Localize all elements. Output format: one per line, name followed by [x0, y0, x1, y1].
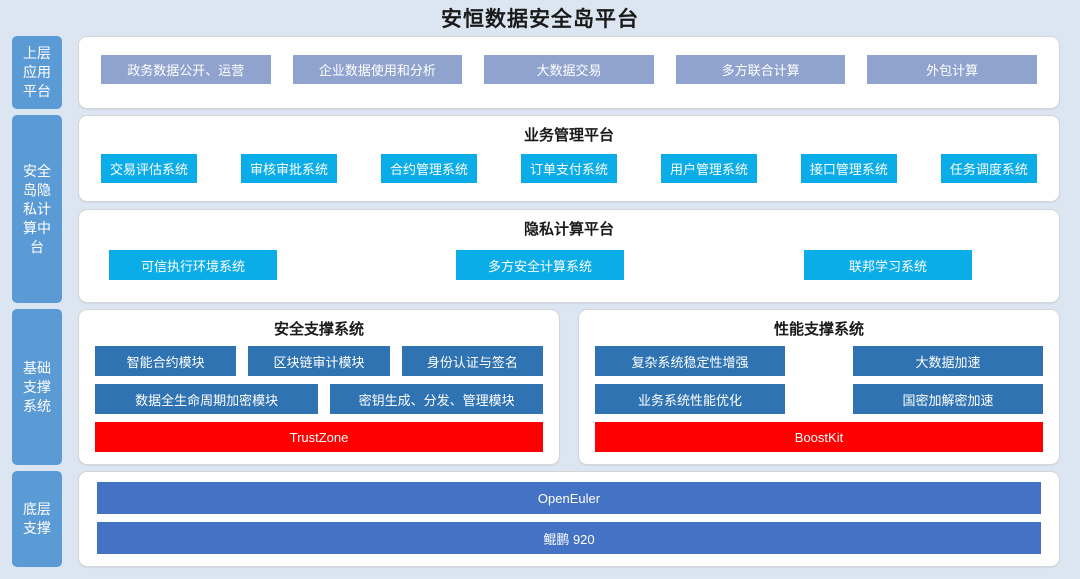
performance-module-row-2: 业务系统性能优化 国密加解密加速 [595, 384, 1043, 414]
panel-business-management: 业务管理平台 交易评估系统 审核审批系统 合约管理系统 订单支付系统 用户管理系… [78, 115, 1060, 202]
privacy-chip-row: 可信执行环境系统 多方安全计算系统 联邦学习系统 [101, 246, 1037, 292]
security-module-row-2: 数据全生命周期加密模块 密钥生成、分发、管理模块 [95, 384, 543, 414]
business-chip-row: 交易评估系统 审核审批系统 合约管理系统 订单支付系统 用户管理系统 接口管理系… [101, 152, 1037, 191]
perf-spacer-2 [797, 384, 841, 414]
biz-chip-review-approval[interactable]: 审核审批系统 [240, 154, 337, 183]
band-label-privacy-computing: 安全岛隐私计算中台 [12, 115, 62, 303]
panel-privacy-computing: 隐私计算平台 可信执行环境系统 多方安全计算系统 联邦学习系统 [78, 209, 1060, 303]
band-label-application-platform: 上层应用平台 [12, 36, 62, 109]
app-chip-bigdata-trading[interactable]: 大数据交易 [484, 55, 654, 84]
security-footer-trustzone[interactable]: TrustZone [95, 422, 543, 452]
security-chip-smart-contract[interactable]: 智能合约模块 [95, 346, 237, 376]
security-chip-blockchain-audit[interactable]: 区块链审计模块 [248, 346, 390, 376]
band-label-foundation-support: 基础支撑系统 [12, 309, 62, 465]
privacy-chip-tee[interactable]: 可信执行环境系统 [109, 250, 277, 280]
panel-title-performance-support: 性能支撑系统 [773, 321, 864, 338]
performance-chip-sm-crypto-acceleration[interactable]: 国密加解密加速 [853, 384, 1043, 414]
security-chip-key-management[interactable]: 密钥生成、分发、管理模块 [330, 384, 543, 414]
biz-chip-transaction-evaluation[interactable]: 交易评估系统 [101, 154, 198, 183]
architecture-diagram: 上层应用平台 政务数据公开、运营 企业数据使用和分析 大数据交易 多方联合计算 … [0, 36, 1080, 567]
security-chip-identity-signature[interactable]: 身份认证与签名 [401, 346, 543, 376]
panel-title-privacy-computing: 隐私计算平台 [523, 221, 614, 238]
band-base-support: 底层支撑 OpenEuler 鲲鹏 920 [12, 471, 1060, 567]
band-foundation-support: 基础支撑系统 安全支撑系统 智能合约模块 区块链审计模块 身份认证与签名 数据全… [12, 309, 1060, 465]
panel-security-support: 安全支撑系统 智能合约模块 区块链审计模块 身份认证与签名 数据全生命周期加密模… [78, 309, 560, 465]
biz-chip-interface-management[interactable]: 接口管理系统 [800, 154, 897, 183]
panel-application-platform: 政务数据公开、运营 企业数据使用和分析 大数据交易 多方联合计算 外包计算 [78, 36, 1060, 109]
app-chip-enterprise-data[interactable]: 企业数据使用和分析 [292, 55, 463, 84]
privacy-chip-mpc[interactable]: 多方安全计算系统 [456, 250, 624, 280]
performance-chip-system-stability[interactable]: 复杂系统稳定性增强 [595, 346, 785, 376]
band-application-platform: 上层应用平台 政务数据公开、运营 企业数据使用和分析 大数据交易 多方联合计算 … [12, 36, 1060, 109]
panel-title-security-support: 安全支撑系统 [273, 321, 364, 338]
app-chip-multiparty-computing[interactable]: 多方联合计算 [675, 55, 846, 84]
biz-chip-order-payment[interactable]: 订单支付系统 [520, 154, 617, 183]
page-title: 安恒数据安全岛平台 [441, 8, 639, 31]
base-chip-openeuler[interactable]: OpenEuler [97, 482, 1041, 514]
performance-module-row-1: 复杂系统稳定性增强 大数据加速 [595, 346, 1043, 376]
band-label-base-support: 底层支撑 [12, 471, 62, 567]
performance-chip-business-optimization[interactable]: 业务系统性能优化 [595, 384, 785, 414]
panel-title-business-management: 业务管理平台 [523, 127, 614, 144]
perf-spacer-1 [797, 346, 841, 376]
app-chip-government-data[interactable]: 政务数据公开、运营 [101, 55, 271, 84]
privacy-chip-federated-learning[interactable]: 联邦学习系统 [804, 250, 972, 280]
biz-chip-task-scheduling[interactable]: 任务调度系统 [940, 154, 1037, 183]
app-chip-outsourced-computing[interactable]: 外包计算 [867, 55, 1037, 84]
biz-chip-user-management[interactable]: 用户管理系统 [660, 154, 757, 183]
application-chip-row: 政务数据公开、运营 企业数据使用和分析 大数据交易 多方联合计算 外包计算 [101, 45, 1037, 98]
performance-footer-boostkit[interactable]: BoostKit [595, 422, 1043, 452]
panel-base-support: OpenEuler 鲲鹏 920 [78, 471, 1060, 567]
security-module-row-1: 智能合约模块 区块链审计模块 身份认证与签名 [95, 346, 543, 376]
base-chip-kunpeng-920[interactable]: 鲲鹏 920 [97, 522, 1041, 554]
performance-chip-bigdata-acceleration[interactable]: 大数据加速 [853, 346, 1043, 376]
band-privacy-computing-platform: 安全岛隐私计算中台 业务管理平台 交易评估系统 审核审批系统 合约管理系统 订单… [12, 115, 1060, 303]
security-chip-lifecycle-encryption[interactable]: 数据全生命周期加密模块 [95, 384, 319, 414]
panel-performance-support: 性能支撑系统 复杂系统稳定性增强 大数据加速 业务系统性能优化 国密加解密加速 … [578, 309, 1060, 465]
biz-chip-contract-management[interactable]: 合约管理系统 [380, 154, 477, 183]
